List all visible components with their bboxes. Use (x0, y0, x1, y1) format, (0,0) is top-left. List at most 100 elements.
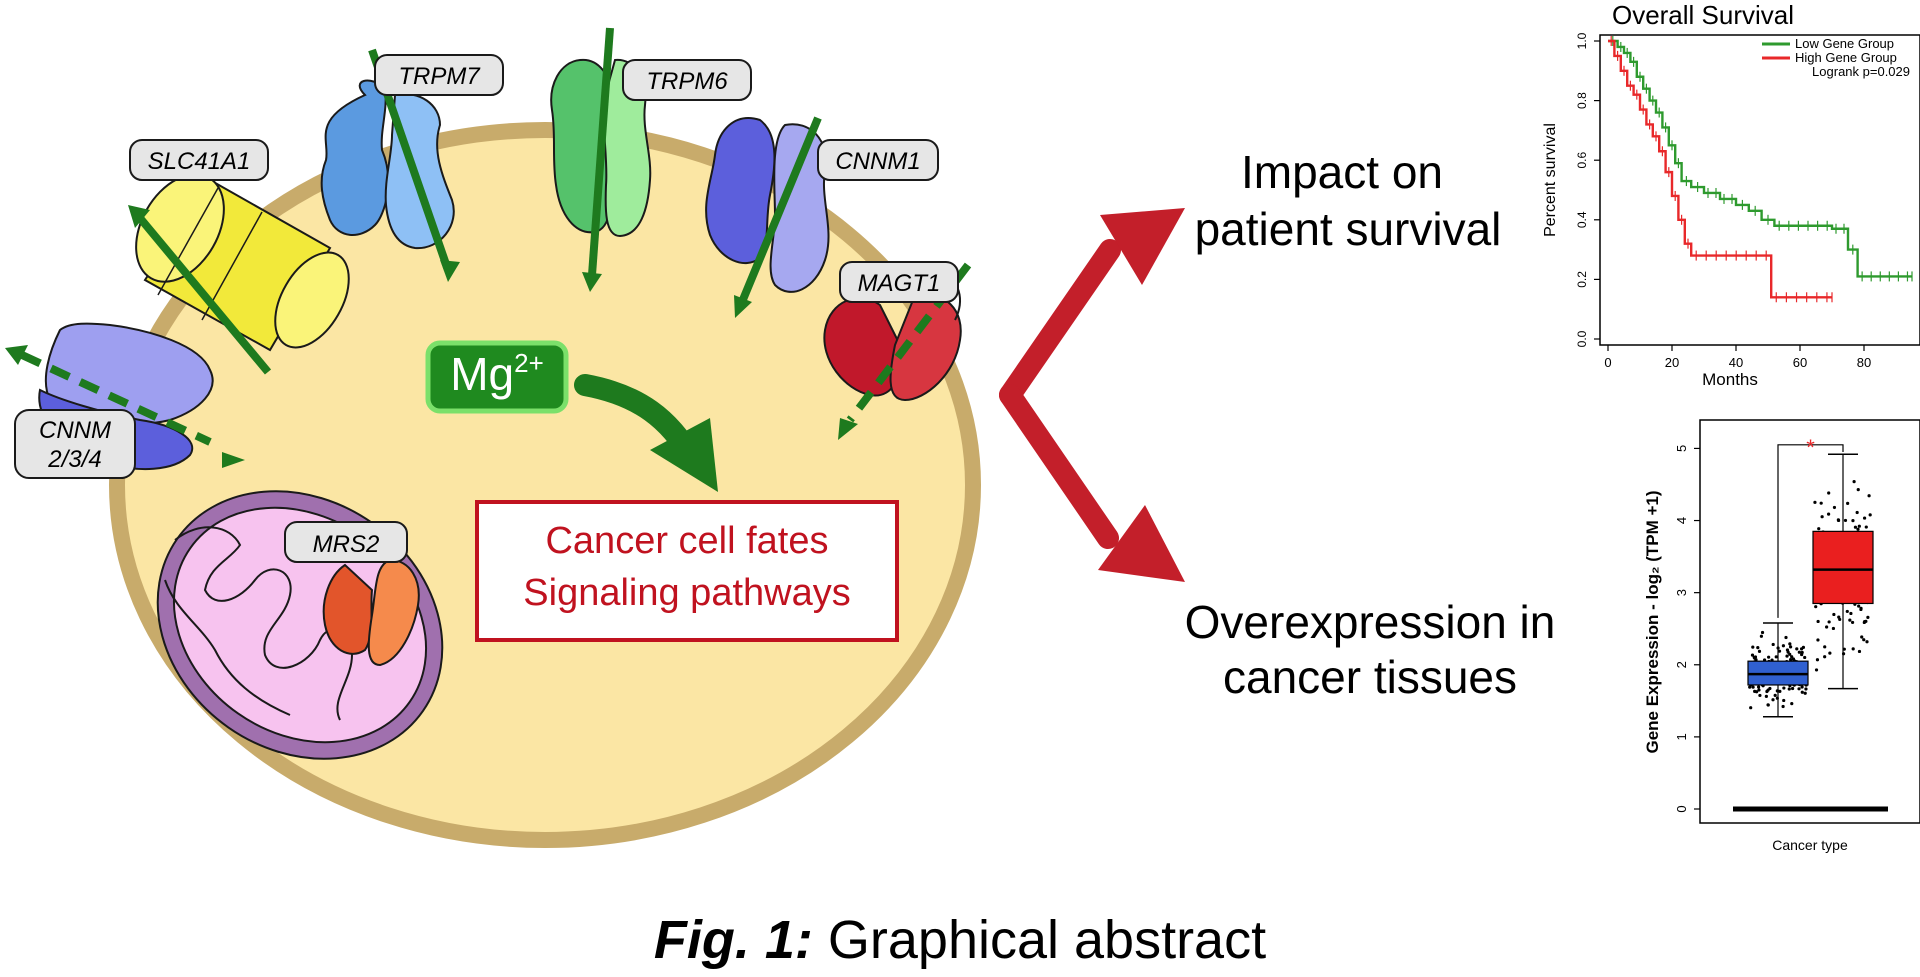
boxplot-point (1867, 494, 1871, 498)
impact-line1: Impact on (1241, 146, 1443, 198)
survival-xtick-label: 20 (1665, 355, 1679, 370)
pathways-line1: Cancer cell fates (545, 520, 828, 562)
caption-rest: Graphical abstract (813, 910, 1266, 970)
mg-ion-label: Mg2+ (450, 348, 544, 400)
boxplot-point (1787, 687, 1791, 691)
boxplot-point (1800, 650, 1804, 655)
survival-title: Overall Survival (1612, 0, 1794, 30)
boxplot-point (1799, 647, 1804, 651)
boxplot-point (1781, 704, 1785, 709)
boxplot-point (1846, 501, 1850, 505)
boxplot-point (1823, 645, 1827, 649)
boxplot-point (1784, 635, 1788, 640)
boxplot-frame (1699, 419, 1920, 824)
boxplot-point (1781, 644, 1786, 648)
boxplot-point (1760, 630, 1765, 635)
pathways-line2: Signaling pathways (523, 572, 850, 614)
boxplot-ytick-label: 1 (1674, 733, 1689, 740)
mg-ion-badge: Mg2+ (425, 340, 569, 414)
boxplot-point (1766, 688, 1770, 692)
cnnm234-channel: CNNM 2/3/4 (5, 322, 245, 479)
boxplot-point (1855, 510, 1859, 515)
magt1-label: MAGT1 (858, 270, 941, 297)
arrow-head-up (1100, 208, 1185, 285)
survival-ytick-label: 0.6 (1575, 152, 1589, 169)
boxplot-point (1813, 500, 1817, 504)
boxplot-point (1819, 501, 1823, 505)
boxplot-point (1838, 617, 1842, 622)
trpm7-channel: TRPM7 (320, 48, 504, 282)
survival-plot-frame (1599, 34, 1920, 346)
boxplot-point (1748, 685, 1752, 689)
boxplot-point (1800, 690, 1804, 694)
trpm7-label: TRPM7 (398, 63, 481, 90)
boxplot-point (1815, 658, 1820, 662)
impact-line2: patient survival (1195, 203, 1502, 255)
boxplot-point (1764, 694, 1768, 698)
boxplot-point (1862, 516, 1867, 520)
boxplot-point (1749, 706, 1753, 710)
boxplot-point (1828, 651, 1832, 655)
boxplot-point (1751, 685, 1755, 689)
legend-high: High Gene Group (1795, 50, 1897, 65)
boxplot-point (1759, 634, 1764, 638)
survival-ytick-label: 0.2 (1575, 271, 1589, 288)
boxplot-point (1757, 649, 1762, 653)
mg-arrow-head (650, 418, 718, 492)
boxplot-point (1756, 685, 1761, 689)
boxplot-point (1788, 652, 1792, 656)
boxplot-point (1788, 645, 1793, 649)
survival-line-high (1608, 39, 1832, 299)
legend-logrank: Logrank p=0.029 (1812, 64, 1910, 79)
boxplot-point (1832, 612, 1836, 617)
boxplot-point (1823, 655, 1827, 659)
boxplot-point (1865, 640, 1869, 644)
survival-ytick-label: 0.4 (1575, 211, 1589, 228)
boxplot-point (1814, 668, 1819, 672)
boxplot-ytick-label: 4 (1674, 517, 1689, 524)
boxplot-point (1816, 619, 1820, 624)
boxplot-point (1788, 642, 1792, 646)
survival-ytick-label: 1.0 (1575, 32, 1589, 49)
boxplot-point (1857, 649, 1862, 654)
boxplot-point (1814, 605, 1818, 609)
cnnm234-label-line1: CNNM (39, 417, 111, 444)
boxplot-point (1782, 698, 1786, 703)
boxplot-point (1859, 607, 1863, 612)
boxplot-point (1785, 654, 1789, 658)
boxplot-point (1864, 525, 1868, 529)
overexpression-line2: cancer tissues (1223, 651, 1517, 703)
boxplot-point (1790, 655, 1794, 659)
boxplot-point (1771, 698, 1775, 702)
boxplot-point (1852, 480, 1856, 484)
cnnm234-label-box (14, 409, 136, 479)
slc41a1-label-box (129, 139, 269, 181)
boxplot-ytick-label: 2 (1674, 661, 1689, 668)
boxplot-point (1868, 513, 1872, 517)
boxplot-point (1750, 653, 1755, 657)
mrs2-channel: MRS2 (284, 521, 420, 667)
boxplot-point (1804, 687, 1808, 691)
boxplot-point (1773, 693, 1777, 697)
survival-legend: Low Gene Group High Gene Group Logrank p… (1762, 36, 1910, 79)
boxplot-significance-bracket (1777, 444, 1844, 618)
boxplot-point (1851, 519, 1855, 523)
survival-xlabel: Months (1702, 370, 1758, 389)
boxplot-point (1791, 657, 1796, 661)
boxplot-point (1827, 620, 1831, 624)
boxplot-point (1790, 702, 1794, 706)
boxplot-point (1803, 655, 1807, 660)
boxplot-point (1803, 691, 1807, 695)
survival-xtick-label: 60 (1793, 355, 1807, 370)
boxplot-point (1767, 655, 1771, 659)
trpm6-label-box (622, 59, 752, 101)
boxplot-point (1831, 626, 1836, 631)
boxplot-point (1843, 518, 1848, 523)
boxplot-point (1866, 615, 1870, 619)
boxplot-point (1857, 524, 1861, 528)
cnnm1-channel: CNNM1 (705, 116, 939, 318)
boxplot-point (1797, 650, 1801, 654)
